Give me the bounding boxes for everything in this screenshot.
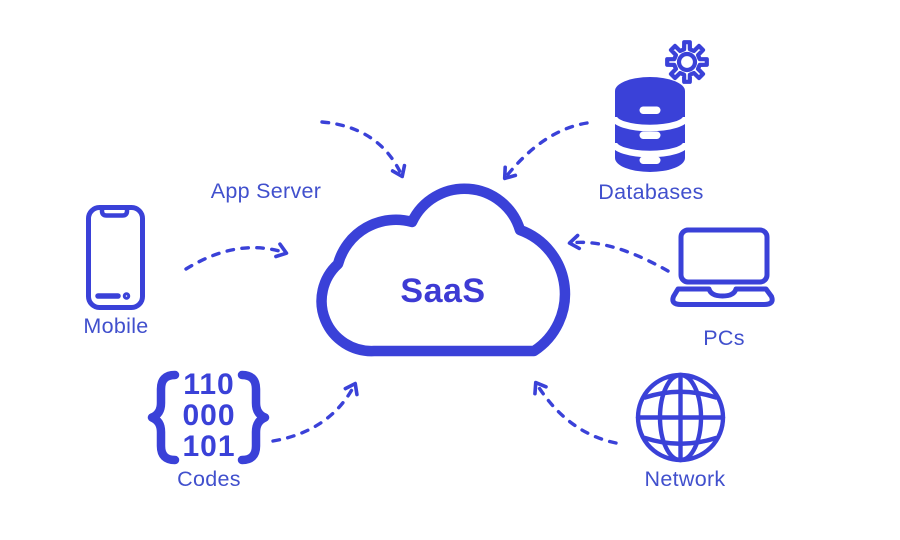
pcs-label: PCs [703,326,745,350]
globe-icon [635,372,726,463]
arrow-codes-to-cloud [271,381,359,443]
arrow-network-to-cloud [533,380,618,445]
mobile-label: Mobile [83,314,148,338]
mobile-node: Mobile [83,205,148,338]
arrow-pcs-to-cloud [567,233,670,273]
cloud-node: SaaS [316,183,571,357]
code-line-3: 101 [182,430,235,463]
code-braces-icon [147,370,270,465]
arrow-databases-to-cloud [502,121,589,181]
network-node: Network [635,372,726,491]
databases-node: Databases [598,40,709,204]
cloud-label: SaaS [400,272,485,310]
arrow-mobile-to-cloud [184,242,289,271]
cloud-icon [316,183,571,357]
code-line-2: 000 [182,399,235,432]
gear-icon [665,40,709,84]
arrow-app-server-to-cloud [320,120,407,179]
smartphone-icon [86,205,145,310]
network-label: Network [645,467,726,491]
codes-node: 110 000 101 Codes [147,368,270,491]
database-icon [610,77,690,172]
codes-label: Codes [177,467,241,491]
databases-label: Databases [598,180,704,204]
pcs-node: PCs [670,227,775,350]
code-line-1: 110 [183,368,234,401]
app-server-label: App Server [211,179,322,203]
laptop-icon [670,227,775,307]
